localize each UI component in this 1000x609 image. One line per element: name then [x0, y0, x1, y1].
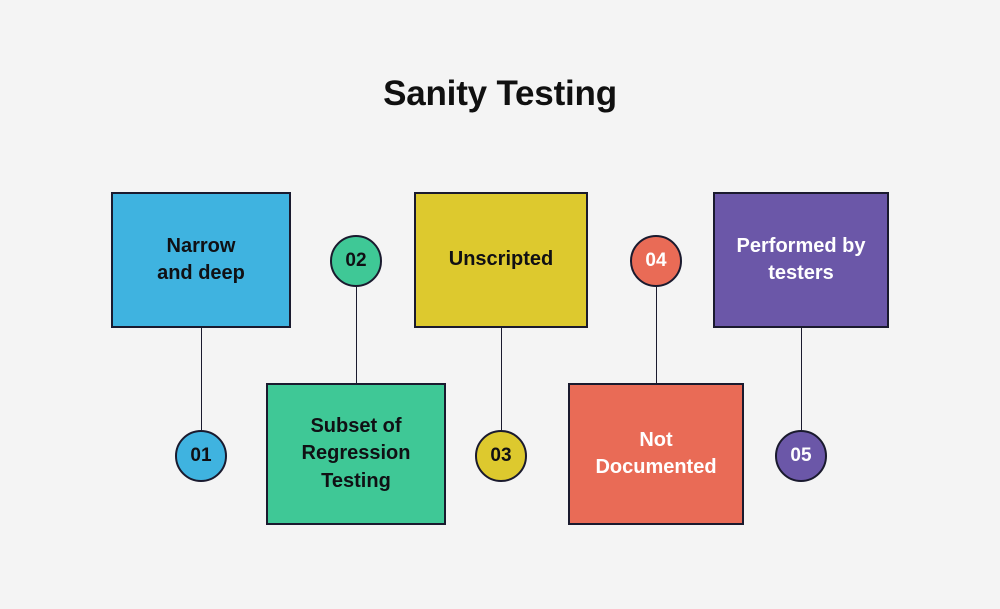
connector-line-03 — [501, 328, 502, 430]
node-number-label-04: 04 — [645, 250, 667, 271]
connector-line-01 — [201, 328, 202, 430]
node-number-label-05: 05 — [790, 445, 812, 466]
connector-line-04 — [656, 287, 657, 383]
node-number-circle-03[interactable]: 03 — [475, 430, 527, 482]
node-number-circle-01[interactable]: 01 — [175, 430, 227, 482]
node-box-label-03: Unscripted — [448, 248, 554, 271]
node-number-label-02: 02 — [345, 250, 367, 271]
page-title: Sanity Testing — [383, 74, 617, 113]
node-number-label-01: 01 — [190, 445, 212, 466]
node-number-circle-04[interactable]: 04 — [630, 235, 682, 287]
node-number-circle-02[interactable]: 02 — [330, 235, 382, 287]
node-number-label-03: 03 — [490, 445, 512, 466]
node-box-03[interactable]: Unscripted — [414, 192, 588, 328]
node-number-circle-05[interactable]: 05 — [775, 430, 827, 482]
connector-line-05 — [801, 328, 802, 430]
connector-line-02 — [356, 287, 357, 383]
